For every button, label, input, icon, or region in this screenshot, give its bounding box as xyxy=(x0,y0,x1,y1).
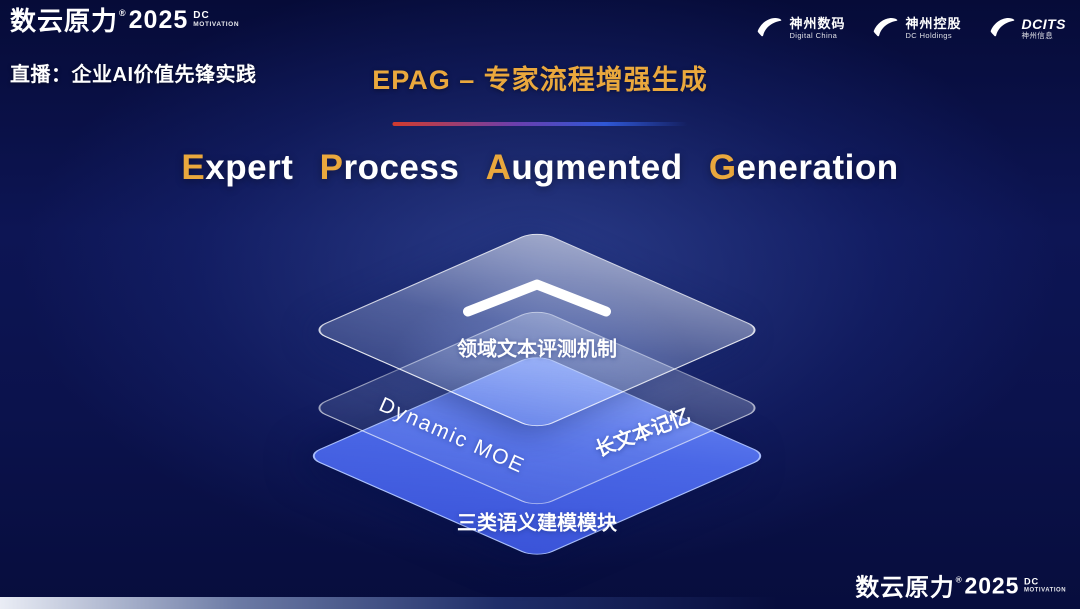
logo-subtitle: Digital China xyxy=(789,30,838,40)
title-initial: G xyxy=(708,148,737,187)
swoosh-icon xyxy=(871,12,899,45)
swoosh-icon xyxy=(988,12,1016,45)
title-initial: E xyxy=(181,148,206,187)
swoosh-icon xyxy=(755,12,783,45)
logo-subtitle: DC Holdings xyxy=(905,30,952,40)
page-title: Expert Process Augmented Generation xyxy=(0,148,1080,188)
title-rest: xpert xyxy=(205,148,294,187)
brand-name: 数云原力 xyxy=(855,573,955,601)
brand-logo-top-left: 数云原力 ® 2025 DC MOTIVATION xyxy=(10,6,240,36)
brand-subtitle-top: DC xyxy=(193,10,210,21)
title-rest: ugmented xyxy=(511,148,683,187)
brand-year: 2025 xyxy=(128,6,189,34)
title-initial: A xyxy=(485,148,512,187)
slide-title: EPAG – 专家流程增强生成 xyxy=(372,65,708,95)
digital-china-logo: 神州数码 Digital China xyxy=(755,12,845,45)
brand-subtitle: DC MOTIVATION xyxy=(1023,576,1066,594)
title-rest: eneration xyxy=(736,148,899,187)
title-word-augmented: Augmented xyxy=(486,148,683,187)
brand-subtitle: DC MOTIVATION xyxy=(193,10,240,28)
dcits-logo: DCITS 神州信息 xyxy=(988,12,1067,45)
brand-year: 2025 xyxy=(964,573,1020,599)
gradient-divider xyxy=(392,122,688,126)
logo-subtitle: 神州信息 xyxy=(1021,31,1054,41)
title-word-generation: Generation xyxy=(709,148,899,187)
logo-text: 神州数码 Digital China xyxy=(789,15,846,41)
brand-subtitle-bottom: MOTIVATION xyxy=(193,20,240,28)
logo-text: 神州控股 DC Holdings xyxy=(905,15,962,41)
brand-logo-bottom-right: 数云原力 ® 2025 DC MOTIVATION xyxy=(855,575,1066,599)
title-word-process: Process xyxy=(320,148,460,187)
layer-label-semantic-modeling: 三类语义建模模块 xyxy=(457,512,617,535)
brand-subtitle-top: DC xyxy=(1023,576,1039,588)
title-word-expert: Expert xyxy=(181,148,293,187)
corporate-logos: 神州数码 Digital China 神州控股 DC Holdings xyxy=(755,12,1066,45)
dc-holdings-logo: 神州控股 DC Holdings xyxy=(871,12,961,45)
logo-name: 神州控股 xyxy=(905,15,962,31)
layer-label-evaluation: 领域文本评测机制 xyxy=(457,338,617,361)
live-stream-label: 直播：企业AI价值先锋实践 xyxy=(10,64,257,86)
bottom-gradient-band xyxy=(0,597,1080,609)
brand-subtitle-bottom: MOTIVATION xyxy=(1023,586,1066,594)
chevron-up-icon xyxy=(460,275,614,326)
logo-text: DCITS 神州信息 xyxy=(1022,16,1067,41)
logo-name: DCITS xyxy=(1021,16,1066,33)
brand-registered-mark: ® xyxy=(955,575,962,585)
brand-registered-mark: ® xyxy=(119,8,126,18)
brand-name: 数云原力 xyxy=(10,6,119,36)
title-rest: rocess xyxy=(343,148,460,187)
logo-name: 神州数码 xyxy=(789,15,846,31)
title-initial: P xyxy=(319,148,344,187)
